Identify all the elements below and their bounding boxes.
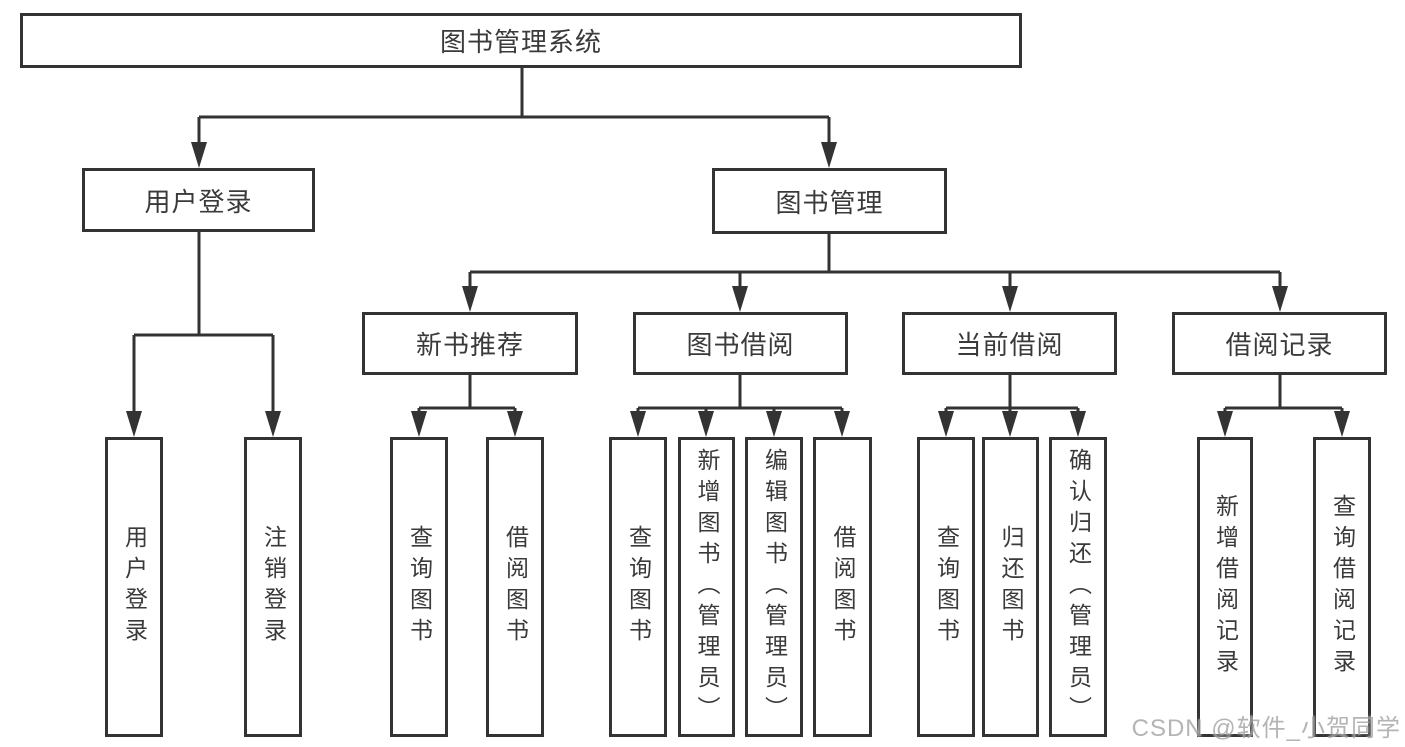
connector-new-book-recommendation-to-leaves xyxy=(411,375,523,437)
node-current-borrowing: 当前借阅 xyxy=(902,312,1117,375)
connector-book-management-to-level2 xyxy=(462,234,1288,312)
node-user-login: 用户登录 xyxy=(82,168,315,232)
leaf-query-books-recommend: 查询图书 xyxy=(390,437,448,737)
connector-current-borrowing-to-leaves xyxy=(938,375,1086,437)
leaf-logout: 注销登录 xyxy=(244,437,302,737)
node-library-system: 图书管理系统 xyxy=(20,13,1022,68)
node-borrowing-records: 借阅记录 xyxy=(1172,312,1387,375)
connector-borrowing-records-to-leaves xyxy=(1217,375,1350,437)
leaf-query-books-borrowing: 查询图书 xyxy=(609,437,667,737)
csdn-watermark: CSDN @软件_小贺同学 xyxy=(1131,715,1401,742)
node-new-book-recommendation: 新书推荐 xyxy=(362,312,578,375)
leaf-confirm-return-admin: 确认归还（管理员） xyxy=(1049,437,1107,737)
leaf-query-borrow-record: 查询借阅记录 xyxy=(1313,437,1371,737)
leaf-return-books: 归还图书 xyxy=(982,437,1039,737)
connector-user-login-to-leaves xyxy=(126,232,281,437)
leaf-add-borrow-record: 新增借阅记录 xyxy=(1197,437,1253,737)
leaf-user-login: 用户登录 xyxy=(105,437,163,737)
node-book-management: 图书管理 xyxy=(712,168,947,234)
connector-root-to-level1 xyxy=(191,68,837,168)
node-book-borrowing: 图书借阅 xyxy=(633,312,848,375)
leaf-borrow-books-borrowing: 借阅图书 xyxy=(813,437,872,737)
leaf-query-books-current: 查询图书 xyxy=(917,437,975,737)
leaf-edit-book-admin: 编辑图书（管理员） xyxy=(745,437,803,737)
leaf-borrow-books-recommend: 借阅图书 xyxy=(486,437,544,737)
leaf-add-book-admin: 新增图书（管理员） xyxy=(678,437,735,737)
connector-book-borrowing-to-leaves xyxy=(630,375,850,437)
